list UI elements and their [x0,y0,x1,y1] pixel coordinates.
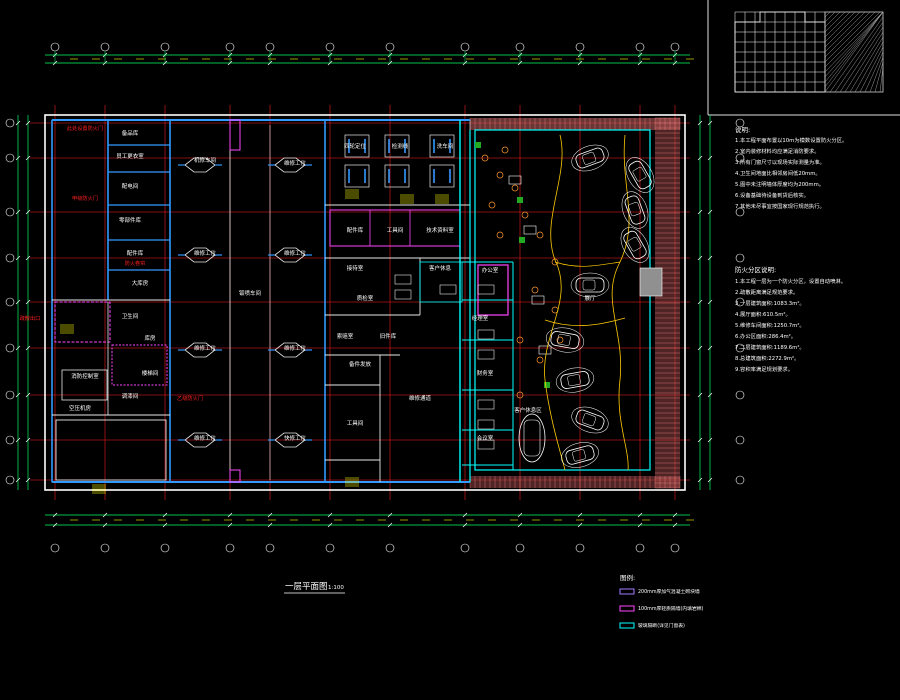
room-label: 维修通道 [409,394,432,402]
fire-note-line: 3.一层建筑面积:1083.3m²。 [735,299,805,307]
room-label: 备件发放 [349,360,372,368]
legend-swatch [619,622,635,629]
room-label: 质检室 [357,294,374,302]
room-label: 维修工位 [284,344,307,352]
legend-label: 100mm厚轻质隔墙(内填岩棉) [638,605,704,612]
room-label: 库房 [144,334,156,342]
note-line: 4.卫生间地面比相邻房间低20mm。 [735,169,821,177]
room-label: 卫生间 [122,312,139,320]
room-label: 客户休息区 [514,406,542,414]
legend-label: 200mm厚加气混凝土砌块墙 [638,588,700,595]
note-line: 7.其他未尽事宜按国家现行规范执行。 [735,202,825,210]
room-label: 客户休息 [429,264,452,272]
red-note: 此处设置防火门 [67,124,103,132]
room-label: 维修工位 [194,344,217,352]
red-note: 防火卷帘 [125,259,146,267]
legend: 图例: 200mm厚加气混凝土砌块墙 100mm厚轻质隔墙(内填岩棉) 玻璃隔断(详… [619,573,704,629]
note-line: 6.设备基础待设备到货后核实。 [735,191,809,199]
room-label: 维修工位 [284,249,307,257]
room-label: 财务室 [477,369,494,377]
fire-note-line: 8.总建筑面积:2272.9m²。 [735,354,799,362]
room-label: 备品库 [122,129,139,137]
room-label: 员工更衣室 [116,152,144,160]
fire-note-line: 1.本工程一层为一个防火分区，设置自动喷淋。 [735,277,846,285]
red-note: 乙级防火门 [177,394,203,402]
fire-note-line: 5.维修车间面积:1250.7m²。 [735,321,805,329]
room-label: 快修工位 [284,434,307,442]
room-label: 消防控制室 [71,372,99,380]
note-line: 3.所有门窗尺寸以现场实际测量为准。 [735,158,825,166]
note-line: 1.本工程平面布置以10m为模数设置防火分区。 [735,136,847,144]
fire-note-line: 4.展厅面积:610.5m²。 [735,311,791,318]
room-label: 配件库 [347,226,364,234]
room-label: 旧件库 [380,332,397,340]
showroom-hatch [469,117,681,489]
red-note: 甲级防火门 [72,194,98,202]
fire-note-line: 7.二层建筑面积:1189.6m²。 [735,343,805,351]
fire-note-line: 2.疏散距离满足规范要求。 [735,288,798,296]
room-label: 钣喷车间 [239,289,261,297]
room-label: 经理室 [472,314,489,322]
legend-swatch [619,588,635,595]
general-notes: 说明: 1.本工程平面布置以10m为模数设置防火分区。 2.室内装修材料均应满足消… [735,125,847,373]
room-label: 技术资料室 [426,226,454,234]
drawing-title-block: 一层平面图 1:100 [284,582,345,594]
room-label: 索赔室 [337,332,354,340]
room-label: 配件库 [127,249,144,257]
fire-notes-heading: 防火分区说明: [735,265,776,274]
dimension-lines [15,52,713,528]
drawing-title: 一层平面图 [285,582,328,592]
room-label: 零部件库 [119,216,142,224]
room-label: 机修车间 [194,156,216,164]
room-label: 办公室 [482,266,499,274]
room-label: 维修工位 [194,249,217,257]
room-label: 空压机房 [69,404,92,412]
legend-heading: 图例: [620,573,635,582]
room-label: 维修工位 [194,434,217,442]
fire-note-line: 6.办公区面积:286.4m²。 [735,332,796,340]
room-label: 展厅 [584,295,596,302]
room-label: 配电间 [122,182,139,190]
legend-label: 玻璃隔断(详见门窗表) [638,622,685,629]
note-line: 5.图中未注明墙体厚度均为200mm。 [735,180,824,188]
key-plan [707,0,900,116]
room-label: 楼梯间 [142,369,159,377]
showroom-layout [544,134,655,471]
room-label: 会议室 [477,434,494,442]
room-label: 洗车间 [437,142,454,150]
room-label: 检测线 [392,142,409,150]
notes-heading: 说明: [735,125,750,134]
room-label: 工具间 [387,226,404,234]
furniture-and-equipment [60,134,663,494]
axis-bubbles [5,42,745,553]
room-label: 工具间 [347,419,364,427]
room-label: 调漆间 [122,392,139,400]
red-note: 疏散出口 [20,314,41,322]
fire-note-line: 9.容积率满足规划要求。 [735,365,793,373]
note-line: 2.室内装修材料均应满足消防要求。 [735,147,820,155]
interior-partitions [52,119,651,483]
legend-swatch [619,605,635,612]
drawing-scale: 1:100 [328,585,344,591]
room-label: 接待室 [347,264,364,272]
room-label: 四轮定位 [344,142,367,150]
room-label: 大库房 [132,279,149,287]
room-label: 维修工位 [284,159,307,167]
